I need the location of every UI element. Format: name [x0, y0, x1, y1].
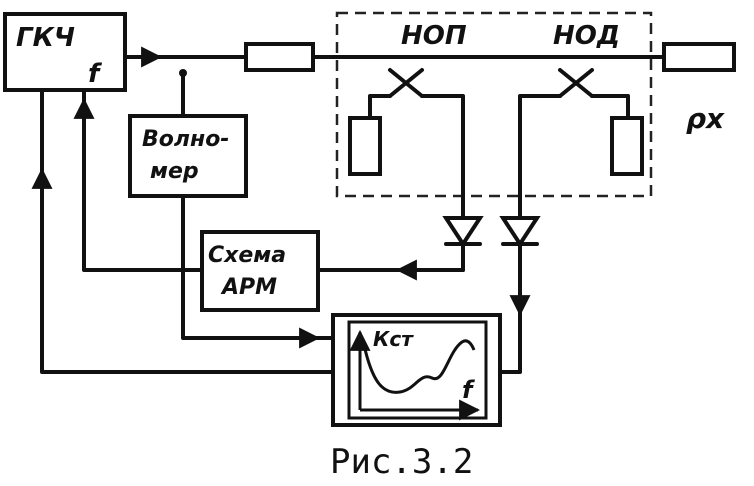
kst-label: Кст [373, 327, 414, 351]
arm-feedback-line [82, 88, 204, 272]
coupler-nod-branch [518, 94, 630, 220]
gkch-block: ГКЧ f [3, 12, 127, 92]
coupler-enclosure [335, 11, 653, 198]
gkch-f-label: f [88, 59, 103, 89]
nop-label: НОП [401, 21, 467, 51]
wavemeter-block: Волно- мер [128, 114, 248, 198]
osc-trace [362, 339, 476, 394]
wavemeter-label-2: мер [150, 159, 199, 184]
detector-diode-1 [442, 216, 484, 272]
coupler-nop-load [348, 116, 382, 176]
oscilloscope-block: Кст f [331, 313, 502, 427]
wavemeter-label-1: Волно- [142, 127, 229, 152]
arm-label-2: АРМ [220, 275, 277, 300]
nod-label: НОД [553, 21, 620, 51]
diode2-to-osc [498, 312, 522, 374]
coupler-nop-branch [368, 94, 465, 220]
osc-f-label: f [462, 376, 475, 404]
coupler-nod-cross [558, 68, 594, 98]
coupler-nod-load [610, 116, 644, 176]
arm-block: Схема АРМ [200, 230, 320, 312]
coupler-nop-cross [388, 68, 424, 98]
load-under-test [662, 42, 736, 72]
rho-x-label: ρx [686, 102, 725, 135]
attenuator [244, 42, 315, 72]
wavemeter-to-osc [181, 194, 335, 340]
gkch-label: ГКЧ [16, 23, 75, 53]
arm-label-1: Схема [208, 243, 286, 268]
oscilloscope-screen [347, 320, 488, 420]
figure-caption: Рис.3.2 [330, 442, 473, 482]
